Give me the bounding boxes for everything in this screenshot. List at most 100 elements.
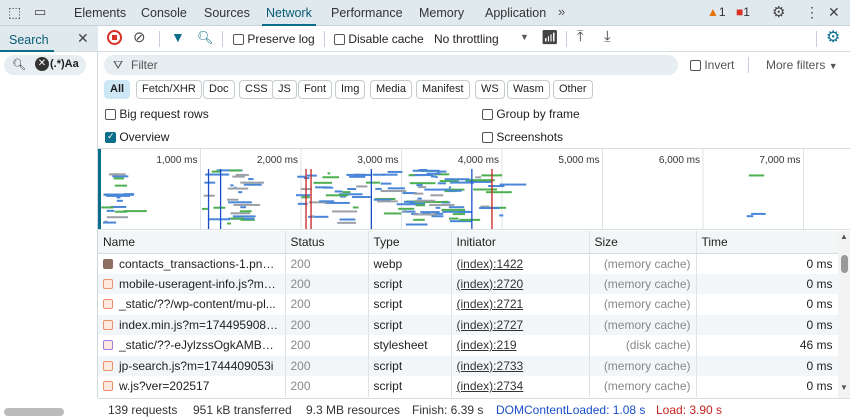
request-initiator[interactable]: (index):2733: [451, 355, 590, 376]
filter-chip-fetchxhr[interactable]: Fetch/XHR: [136, 80, 202, 99]
request-initiator[interactable]: (index):219: [451, 335, 590, 356]
initiator-link[interactable]: (index):2721: [456, 297, 524, 312]
table-row[interactable]: _static/??/wp-content/mu-pl... 200 scrip…: [98, 294, 839, 315]
filter-chip-js[interactable]: JS: [272, 80, 297, 99]
device-toolbar-icon[interactable]: ▭: [34, 4, 47, 19]
overview-checkbox[interactable]: Overview: [105, 130, 169, 144]
column-header-status[interactable]: Status: [285, 231, 369, 254]
network-conditions-icon[interactable]: 📶︎: [541, 29, 559, 45]
overview-request-bar: [205, 173, 230, 176]
import-har-icon[interactable]: ⤒: [577, 28, 584, 45]
column-header-time[interactable]: Time: [696, 231, 839, 254]
more-tabs-icon[interactable]: »: [558, 4, 566, 19]
filter-chip-media[interactable]: Media: [370, 80, 412, 99]
overview-request-bar: [467, 180, 492, 183]
filter-chip-all[interactable]: All: [104, 80, 131, 99]
tab-elements[interactable]: Elements: [74, 6, 127, 20]
request-initiator[interactable]: (index):2720: [451, 273, 590, 294]
record-icon[interactable]: [107, 30, 122, 45]
initiator-link[interactable]: (index):2734: [456, 379, 524, 394]
overview-request-bar: [499, 183, 527, 186]
preserve-log-checkbox[interactable]: Preserve log: [233, 32, 315, 46]
overview-request-bar: [434, 173, 450, 176]
search-network-icon[interactable]: 🔍︎: [197, 30, 214, 45]
request-initiator[interactable]: (index):2734: [451, 376, 590, 397]
filter-input[interactable]: ⛛ Filter: [104, 55, 678, 75]
initiator-link[interactable]: (index):1422: [456, 256, 524, 271]
tab-memory[interactable]: Memory: [419, 6, 465, 20]
filter-chip-font[interactable]: Font: [298, 80, 333, 99]
overview-request-bar: [332, 210, 358, 213]
overview-request-bar: [365, 181, 381, 184]
column-header-size[interactable]: Size: [589, 231, 697, 254]
tab-application[interactable]: Application: [485, 6, 547, 20]
search-options[interactable]: (.*)Aa: [50, 58, 79, 70]
column-header-type[interactable]: Type: [368, 231, 452, 254]
overview-request-bar: [232, 175, 245, 178]
table-row[interactable]: contacts_transactions-1.png?... 200 webp…: [98, 253, 839, 274]
request-initiator[interactable]: (index):2727: [451, 314, 590, 335]
initiator-link[interactable]: (index):2733: [456, 358, 524, 373]
vertical-scrollbar[interactable]: ▲ ▼: [838, 231, 850, 398]
request-name: _static/??/wp-content/mu-pl...: [98, 294, 286, 315]
more-options-icon[interactable]: ⋮: [805, 4, 819, 20]
table-row[interactable]: w.js?ver=202517 200 script (index):2734 …: [98, 376, 839, 397]
big-request-rows-checkbox[interactable]: Big request rows: [105, 107, 209, 121]
request-initiator[interactable]: (index):2721: [451, 294, 590, 315]
tab-network[interactable]: Network: [262, 6, 316, 26]
scroll-down-icon[interactable]: ▼: [840, 383, 848, 392]
overview-request-bar: [426, 172, 441, 175]
filter-toggle-icon[interactable]: ▼: [171, 29, 185, 45]
scroll-up-icon[interactable]: ▲: [840, 232, 848, 241]
settings-icon[interactable]: ⚙: [772, 4, 786, 21]
search-panel-title[interactable]: Search: [9, 33, 49, 47]
search-input[interactable]: 🔍︎ ✕ (.*)Aa: [4, 55, 86, 75]
close-devtools-icon[interactable]: ✕: [828, 4, 840, 20]
dropdown-arrow-icon: ▼: [520, 32, 529, 42]
initiator-link[interactable]: (index):2720: [456, 276, 524, 291]
tab-sources[interactable]: Sources: [204, 6, 250, 20]
horizontal-scrollbar[interactable]: [4, 408, 64, 416]
overview-request-bar: [415, 204, 426, 207]
scrollbar-thumb[interactable]: [841, 255, 848, 273]
inspect-element-icon[interactable]: ⬚: [8, 4, 22, 20]
clear-icon[interactable]: ✕: [35, 57, 49, 71]
warning-icon[interactable]: ▲1: [707, 5, 726, 19]
clear-log-icon[interactable]: ⊘: [133, 29, 146, 46]
filter-chip-other[interactable]: Other: [553, 80, 593, 99]
close-search-icon[interactable]: ✕: [77, 30, 89, 46]
invert-checkbox[interactable]: Invert: [690, 58, 734, 72]
error-icon[interactable]: ■1: [736, 5, 750, 19]
column-header-name[interactable]: Name: [98, 231, 286, 254]
table-row[interactable]: index.min.js?m=1744959081i... 200 script…: [98, 314, 839, 335]
throttling-select[interactable]: No throttling▼: [434, 32, 534, 46]
overview-request-bar: [306, 174, 317, 177]
request-initiator[interactable]: (index):1422: [451, 253, 590, 274]
table-row[interactable]: mobile-useragent-info.js?m=... 200 scrip…: [98, 273, 839, 294]
screenshots-checkbox[interactable]: Screenshots: [482, 130, 563, 144]
filter-chip-ws[interactable]: WS: [475, 80, 505, 99]
overview-request-bar: [499, 214, 504, 217]
network-settings-icon[interactable]: ⚙: [826, 29, 841, 46]
tab-performance[interactable]: Performance: [331, 6, 403, 20]
disable-cache-checkbox[interactable]: Disable cache: [334, 32, 424, 46]
table-row[interactable]: jp-search.js?m=1744409053i 200 script (i…: [98, 355, 839, 376]
request-status: 200: [285, 273, 369, 294]
group-by-frame-checkbox[interactable]: Group by frame: [482, 107, 580, 121]
filter-chip-css[interactable]: CSS: [239, 80, 274, 99]
filter-chip-doc[interactable]: Doc: [203, 80, 235, 99]
export-har-icon[interactable]: ⤓: [604, 28, 611, 45]
initiator-link[interactable]: (index):2727: [456, 317, 524, 332]
filter-chip-img[interactable]: Img: [335, 80, 366, 99]
filter-chip-wasm[interactable]: Wasm: [507, 80, 550, 99]
more-filters-dropdown[interactable]: More filters ▼: [766, 58, 838, 72]
table-row[interactable]: _static/??-eJylzssOgkAMBdAf... 200 style…: [98, 335, 839, 356]
search-panel: Search ✕ 🔍︎ ✕ (.*)Aa: [0, 26, 98, 416]
overview-request-bar: [233, 203, 261, 206]
column-header-initiator[interactable]: Initiator: [451, 231, 590, 254]
initiator-link[interactable]: (index):219: [456, 338, 517, 353]
tab-console[interactable]: Console: [141, 6, 187, 20]
filter-chip-manifest[interactable]: Manifest: [416, 80, 470, 99]
overview-request-bar: [469, 179, 495, 182]
